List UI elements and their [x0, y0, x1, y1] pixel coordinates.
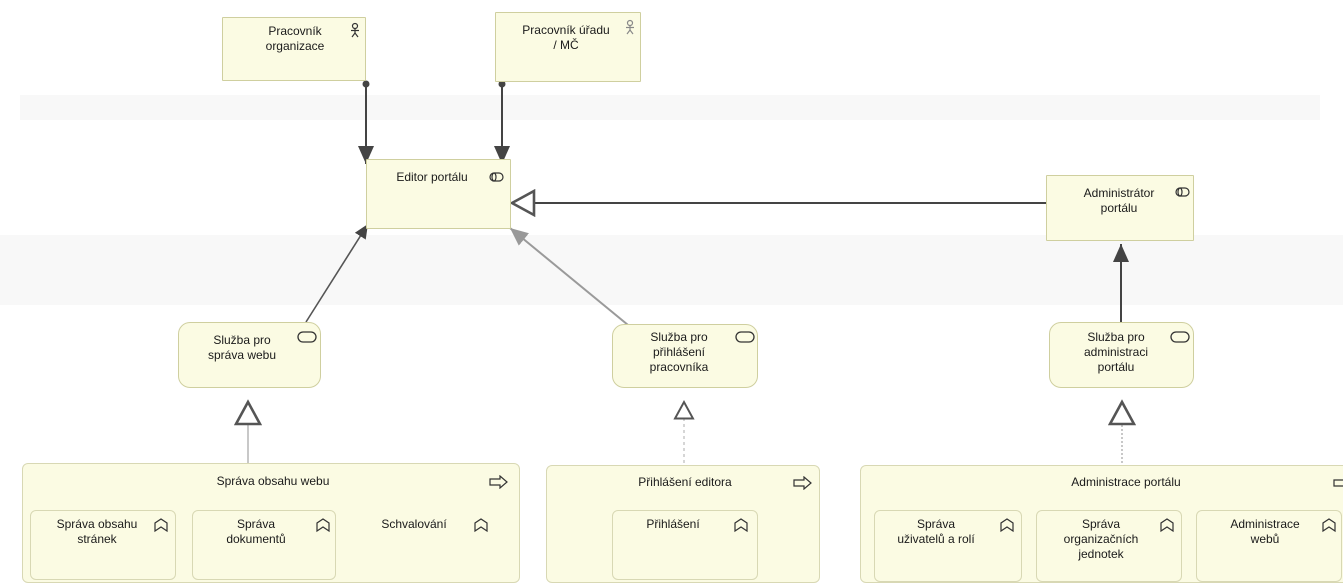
service-icon: [1170, 331, 1190, 343]
role-label: Administrátor portálu: [1083, 186, 1155, 215]
subprocess-label: Schvalování: [381, 517, 447, 531]
actor-label: Pracovník úřadu / MČ: [522, 23, 610, 52]
actor-icon: [351, 22, 359, 38]
subprocess-label: Správa obsahu stránek: [56, 517, 138, 546]
process-arrow-icon: [489, 475, 508, 489]
role-label: Editor portálu: [396, 170, 468, 184]
role-icon: [1175, 187, 1190, 197]
subprocess-label: Administrace webů: [1230, 517, 1300, 546]
subprocess-label: Správa organizačních jednotek: [1063, 517, 1139, 561]
service-label: Služba pro administraci portálu: [1083, 330, 1149, 374]
process-label: Přihlášení editora: [638, 475, 732, 489]
service-icon: [297, 331, 317, 343]
role-administrator-portalu[interactable]: Administrátor portálu: [1046, 175, 1194, 241]
actor-pracovnik-uradu[interactable]: Pracovník úřadu / MČ: [495, 12, 641, 82]
assignment-dot: [362, 80, 370, 88]
function-icon: [1160, 518, 1174, 533]
subprocess-label: Přihlášení: [646, 517, 700, 531]
actor-icon: [626, 19, 634, 35]
subprocess-prihlaseni[interactable]: Přihlášení: [612, 510, 758, 580]
function-icon: [1000, 518, 1014, 533]
role-editor-portalu[interactable]: Editor portálu: [366, 159, 511, 229]
function-icon: [316, 518, 330, 533]
subprocess-schvalovani[interactable]: Schvalování: [352, 510, 498, 580]
process-arrow-icon: [793, 476, 812, 490]
subprocess-sprava-uzivatelu-a-roli[interactable]: Správa uživatelů a rolí: [874, 510, 1022, 582]
service-sprava-webu[interactable]: Služba pro správa webu: [178, 322, 321, 388]
process-label: Administrace portálu: [1071, 475, 1181, 489]
subprocess-sprava-dokumentu[interactable]: Správa dokumentů: [192, 510, 336, 580]
function-icon: [154, 518, 168, 533]
service-administrace-portalu[interactable]: Služba pro administraci portálu: [1049, 322, 1194, 388]
function-icon: [474, 518, 488, 533]
background-band: [20, 95, 1320, 120]
service-label: Služba pro správa webu: [207, 333, 277, 362]
service-prihlaseni-pracovnika[interactable]: Služba pro přihlášení pracovníka: [612, 324, 758, 388]
subprocess-sprava-obsahu-stranek[interactable]: Správa obsahu stránek: [30, 510, 176, 580]
background-band: [0, 235, 1343, 305]
process-arrow-icon: [1333, 479, 1343, 487]
subprocess-sprava-organizacnich-jednotek[interactable]: Správa organizačních jednotek: [1036, 510, 1182, 582]
function-icon: [734, 518, 748, 533]
service-label: Služba pro přihlášení pracovníka: [649, 330, 709, 374]
subprocess-administrace-webu[interactable]: Administrace webů: [1196, 510, 1342, 582]
role-icon: [489, 172, 504, 182]
function-icon: [1322, 518, 1336, 533]
process-label: Správa obsahu webu: [216, 474, 330, 488]
actor-pracovnik-organizace[interactable]: Pracovník organizace: [222, 17, 366, 81]
subprocess-label: Správa dokumentů: [226, 517, 286, 546]
actor-label: Pracovník organizace: [265, 24, 325, 53]
service-icon: [735, 331, 755, 343]
subprocess-label: Správa uživatelů a rolí: [897, 517, 975, 546]
